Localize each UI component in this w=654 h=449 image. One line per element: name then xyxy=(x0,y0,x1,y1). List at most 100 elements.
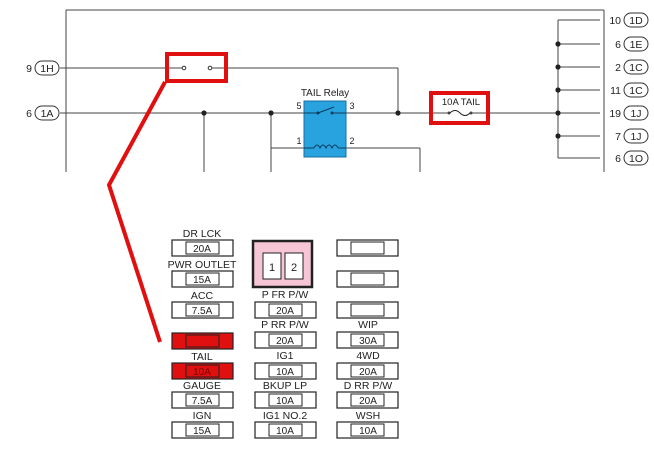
fuse-name: IGN xyxy=(193,410,212,422)
fuse-rating: 20A xyxy=(359,396,377,407)
fuse-name: IG1 xyxy=(277,350,294,362)
fuse-bkup-lp: BKUP LP 10A xyxy=(254,380,317,409)
connector-pin: 1E xyxy=(630,39,643,51)
relay-body xyxy=(303,100,347,158)
fuse-highlight-box xyxy=(429,91,490,125)
connector-pin-badge xyxy=(623,36,649,52)
fuse-name: P RR P/W xyxy=(261,319,309,331)
fuse-rating: 10A xyxy=(276,426,294,437)
fuse-label: 10A TAIL xyxy=(442,97,480,108)
fuse-empty-red xyxy=(171,332,234,350)
relay-pin-2: 2 xyxy=(349,136,354,146)
fuse-name: BKUP LP xyxy=(263,380,307,392)
fuse-wsh: WSH 10A xyxy=(336,410,399,439)
connector-pin: 1C xyxy=(629,62,643,74)
fuse-body xyxy=(350,393,385,407)
fuse-rating: 20A xyxy=(193,244,211,255)
connector-number: 6 xyxy=(615,153,621,165)
connector-number: 2 xyxy=(615,62,621,74)
fuse-name: PWR OUTLET xyxy=(168,259,237,271)
connector-pin: 1O xyxy=(629,153,643,165)
connector-pin-badge xyxy=(623,12,649,28)
fuse-body xyxy=(185,241,220,255)
fuse-ig1: IG1 10A xyxy=(254,350,317,380)
connector-pin-badge xyxy=(623,59,649,75)
switch-symbol xyxy=(178,65,216,71)
tail-fuse-symbol: 10A TAIL xyxy=(434,97,488,116)
fuse-p-rr-pw: P RR P/W 20A xyxy=(254,319,317,349)
fuse-body xyxy=(185,423,220,437)
connector-pin: 1J xyxy=(630,131,641,143)
fuse-name: IG1 NO.2 xyxy=(263,410,308,422)
fuse-gauge: GAUGE 7.5A xyxy=(171,380,234,409)
fuse-ig1-no2: IG1 NO.2 10A xyxy=(254,410,317,439)
connector-number: 19 xyxy=(609,108,621,120)
connector-number: 6 xyxy=(26,108,32,120)
fuse-tail: TAIL 10A xyxy=(171,351,234,380)
fuse-body xyxy=(268,333,303,347)
fuse-name: ACC xyxy=(191,290,214,302)
connector-number: 10 xyxy=(609,15,621,27)
fuse-rating: 20A xyxy=(276,306,294,317)
fuse-name: DR LCK xyxy=(183,228,222,240)
relay-title: TAIL Relay xyxy=(301,88,349,99)
switch-highlight-box xyxy=(165,52,228,83)
schematic-frame xyxy=(65,9,605,172)
fuse-name: WIP xyxy=(358,319,378,331)
fuse-wip: WIP 30A xyxy=(336,319,399,349)
relay-socket: 1 2 xyxy=(251,239,314,289)
connector-number: 11 xyxy=(610,85,621,97)
fuse-rating: 15A xyxy=(193,275,211,286)
relay-socket-pin-1: 1 xyxy=(269,262,275,274)
relay-pin-5: 5 xyxy=(296,101,301,111)
fuse-empty-r2 xyxy=(336,270,399,288)
fuse-body xyxy=(350,303,385,317)
schematic-wires xyxy=(60,19,600,172)
fuse-pwr-outlet: PWR OUTLET 15A xyxy=(168,259,237,288)
fuse-rating: 20A xyxy=(359,367,377,378)
fuse-dr-lck: DR LCK 20A xyxy=(171,228,234,257)
fuse-body xyxy=(185,303,220,317)
fuse-name: TAIL xyxy=(191,351,213,363)
fuse-rating: 30A xyxy=(359,336,377,347)
fuse-rating: 15A xyxy=(193,426,211,437)
fuse-body xyxy=(350,241,385,255)
fuse-box: DR LCK 20A PWR OUTLET 15A ACC 7.5A TAIL … xyxy=(168,228,399,439)
fuse-name: GAUGE xyxy=(183,380,221,392)
pointer-line xyxy=(106,81,167,343)
connector-pin-badge xyxy=(623,105,649,121)
fuse-4wd: 4WD 20A xyxy=(336,350,399,380)
connector-pin: 1A xyxy=(41,108,54,120)
fuse-rating: 10A xyxy=(193,367,211,378)
fuse-rating: 10A xyxy=(359,426,377,437)
fuse-empty-r1 xyxy=(336,239,399,257)
relay-pin-3: 3 xyxy=(349,101,354,111)
fuse-body xyxy=(350,364,385,378)
fuse-rating: 10A xyxy=(276,396,294,407)
fuse-body xyxy=(350,423,385,437)
fuse-body xyxy=(185,334,220,348)
connector-pin: 1J xyxy=(630,108,641,120)
connector-pin: 1C xyxy=(629,85,643,97)
fuse-body xyxy=(268,364,303,378)
left-connector-1h: 9 1H xyxy=(26,60,60,76)
connector-pin-badge xyxy=(34,105,60,121)
fuse-p-fr-pw: P FR P/W 20A xyxy=(254,289,317,319)
fuse-name: WSH xyxy=(356,410,381,422)
fuse-rating: 10A xyxy=(276,367,294,378)
fuse-body xyxy=(185,393,220,407)
fuse-body xyxy=(350,333,385,347)
fuse-body xyxy=(268,423,303,437)
connector-number: 7 xyxy=(615,131,621,143)
fuse-name: D RR P/W xyxy=(344,380,393,392)
junction-dots xyxy=(201,41,561,139)
left-connector-1a: 6 1A xyxy=(26,105,60,121)
connector-pin-badge xyxy=(34,60,60,76)
fuse-empty-r3 xyxy=(336,301,399,319)
fuse-acc: ACC 7.5A xyxy=(171,290,234,319)
fuse-body xyxy=(185,272,220,286)
relay-socket-pin-1-box xyxy=(262,252,282,280)
fuse-name: P FR P/W xyxy=(262,289,309,301)
relay-socket-pin-2-box xyxy=(284,252,304,280)
